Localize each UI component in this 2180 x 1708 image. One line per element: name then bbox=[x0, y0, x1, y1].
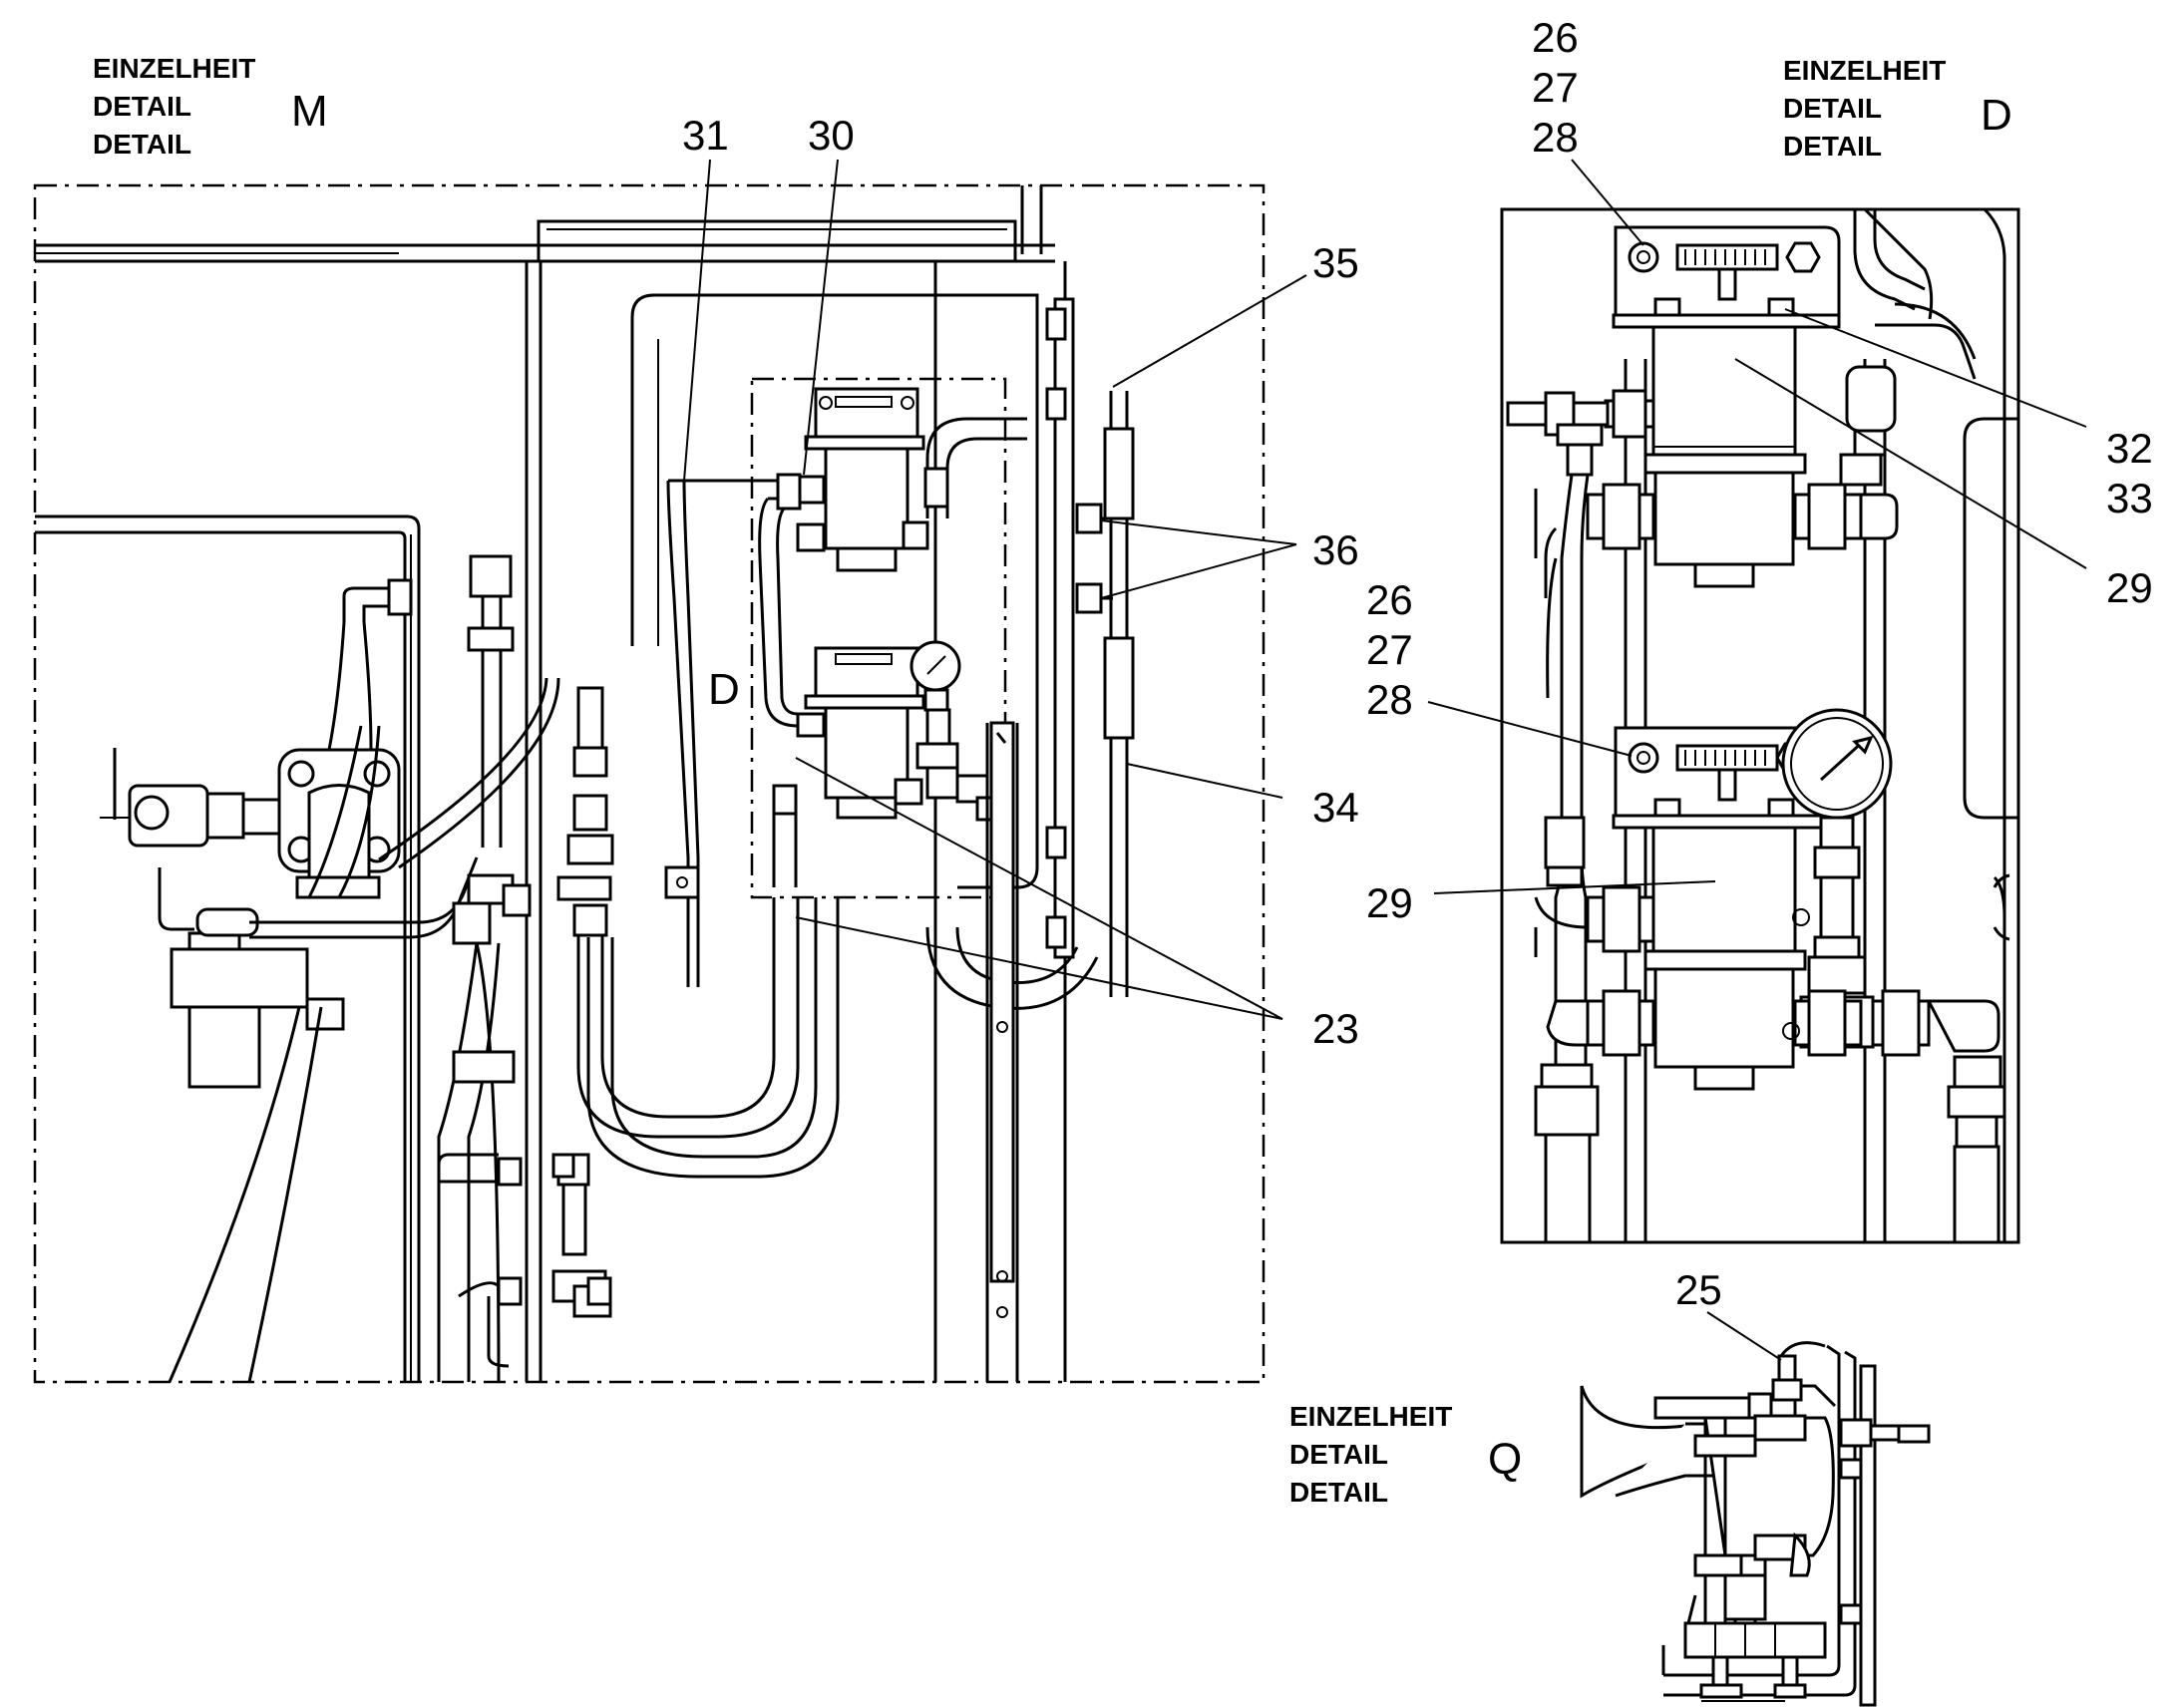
detail-d-title: EINZELHEIT DETAIL DETAIL D bbox=[1783, 55, 2012, 162]
detail-m-title: EINZELHEIT DETAIL DETAIL M bbox=[93, 53, 328, 160]
leader-lines-m bbox=[683, 159, 1307, 1020]
callout-29-lower: 29 bbox=[1366, 879, 1413, 926]
detail-q-line3: DETAIL bbox=[1289, 1477, 1388, 1508]
actuator-assembly bbox=[100, 578, 560, 1383]
callout-d-26: 26 bbox=[1532, 14, 1579, 61]
detail-d-region-marker bbox=[750, 377, 1007, 899]
detail-d-drawing: 26 27 28 32 33 29 29 bbox=[1366, 14, 2153, 1244]
callout-d-marker: D bbox=[708, 665, 740, 714]
callout-26: 26 bbox=[1366, 576, 1413, 623]
detail-m-line3: DETAIL bbox=[93, 129, 191, 160]
detail-m-drawing: D 31 30 35 36 26 27 28 34 23 bbox=[33, 112, 1413, 1384]
callout-d-28: 28 bbox=[1532, 114, 1579, 161]
callout-30: 30 bbox=[808, 112, 855, 159]
hose-bundle bbox=[437, 554, 532, 1383]
right-rail bbox=[985, 297, 1135, 1382]
leader-lines-d bbox=[1427, 159, 2087, 894]
callout-29-upper: 29 bbox=[2106, 564, 2153, 611]
upper-regulator-d bbox=[1506, 225, 1899, 588]
callout-27: 27 bbox=[1366, 626, 1413, 673]
callout-23: 23 bbox=[1312, 1005, 1359, 1052]
detail-q-line1: EINZELHEIT bbox=[1289, 1401, 1452, 1432]
callout-35: 35 bbox=[1312, 239, 1359, 286]
callout-34: 34 bbox=[1312, 784, 1359, 831]
callout-36: 36 bbox=[1312, 526, 1359, 573]
detail-m-boundary bbox=[33, 183, 1266, 1384]
detail-q-line2: DETAIL bbox=[1289, 1439, 1388, 1470]
callout-d-27: 27 bbox=[1532, 64, 1579, 111]
detail-d-line3: DETAIL bbox=[1783, 131, 1882, 162]
hose-loops bbox=[551, 686, 1099, 1318]
detail-m-line2: DETAIL bbox=[93, 91, 191, 122]
upper-regulator-m bbox=[768, 387, 929, 572]
detail-m-letter: M bbox=[291, 87, 328, 136]
detail-d-frame bbox=[1500, 207, 2020, 1244]
callout-33: 33 bbox=[2106, 475, 2153, 521]
detail-d-line2: DETAIL bbox=[1783, 93, 1882, 124]
detail-m-line1: EINZELHEIT bbox=[93, 53, 255, 84]
callout-28: 28 bbox=[1366, 676, 1413, 723]
detail-d-line1: EINZELHEIT bbox=[1783, 55, 1946, 86]
callout-31: 31 bbox=[682, 112, 729, 159]
detail-d-letter: D bbox=[1981, 91, 2012, 140]
detail-q-title: EINZELHEIT DETAIL DETAIL Q bbox=[1289, 1401, 1522, 1508]
callout-25: 25 bbox=[1675, 1266, 1722, 1313]
lower-regulator-d bbox=[1534, 708, 2006, 1244]
callout-32: 32 bbox=[2106, 425, 2153, 472]
detail-q-drawing: 25 bbox=[1580, 1266, 1931, 1707]
detail-q-letter: Q bbox=[1488, 1435, 1522, 1484]
